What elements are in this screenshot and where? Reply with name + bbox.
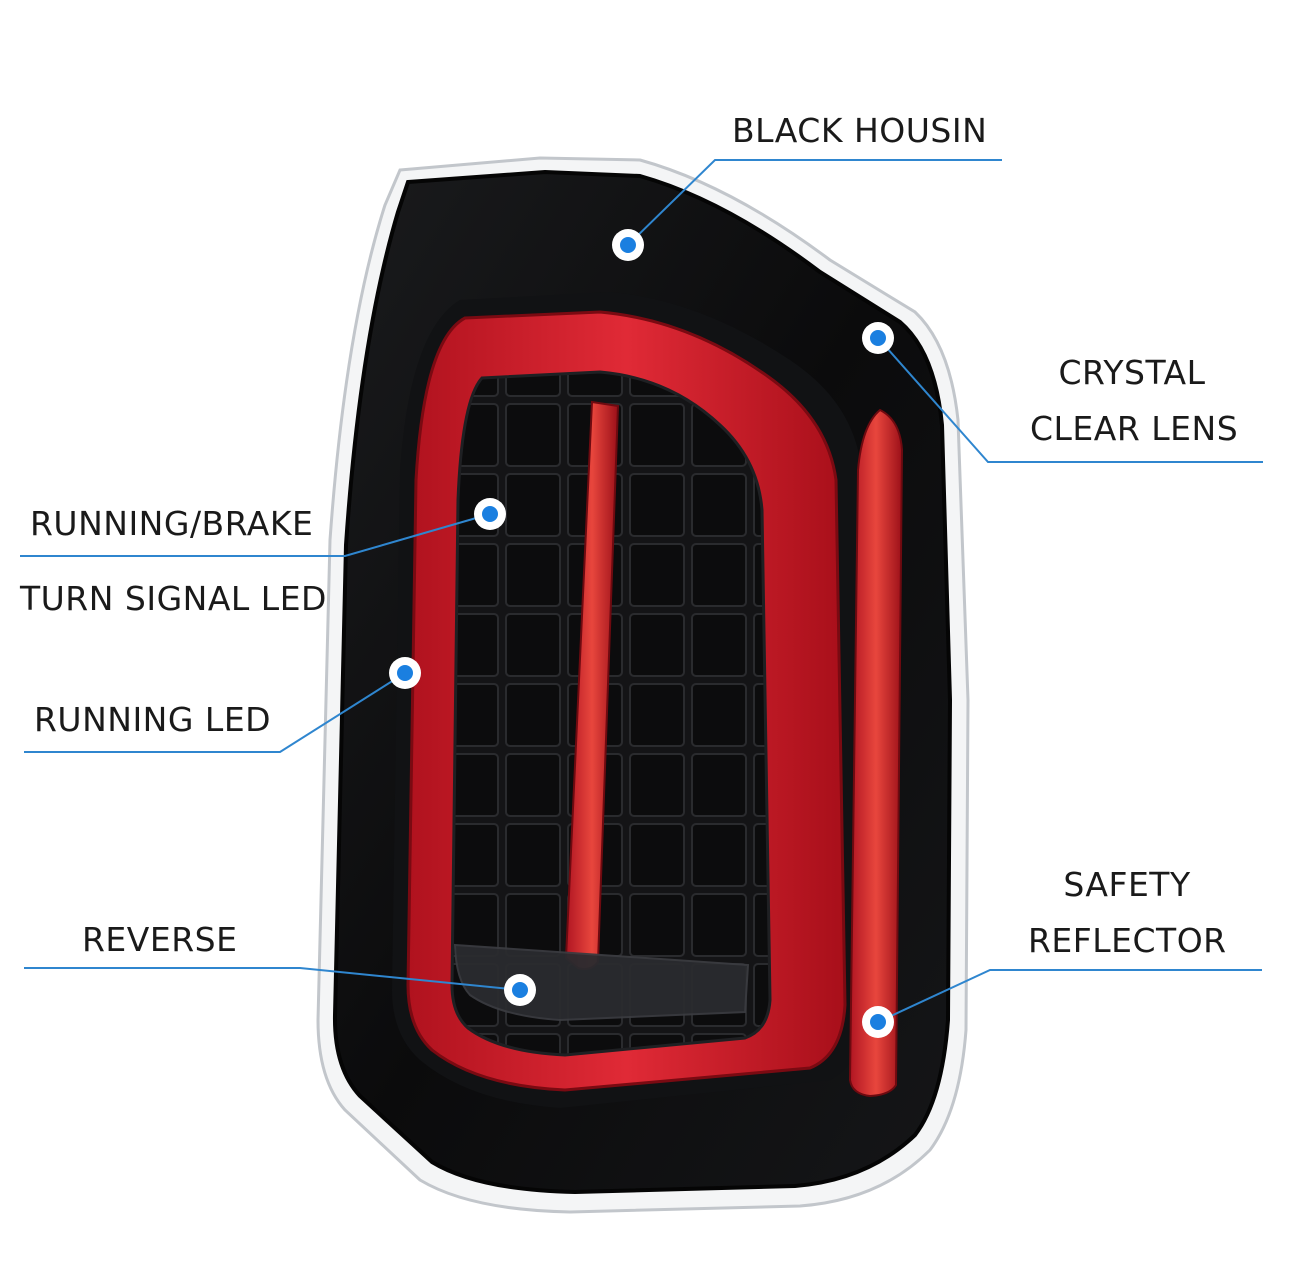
callout-dot-running-led [397, 665, 413, 681]
callout-dot-crystal-clear-lens [870, 330, 886, 346]
label-safety-reflector-line1: SAFETY [1063, 865, 1191, 904]
callout-leaders [20, 159, 1263, 1023]
label-safety-reflector-line2: REFLECTOR [1028, 921, 1227, 960]
leader-line-crystal-clear-lens [877, 337, 1263, 463]
callout-dot-reverse [512, 982, 528, 998]
callout-dot-running-brake-turn [482, 506, 498, 522]
leader-line-black-housing [627, 159, 1002, 246]
leader-line-safety-reflector [877, 969, 1262, 1023]
leader-line-reverse [24, 967, 521, 991]
label-running-led: RUNNING LED [34, 700, 272, 739]
callout-dot-safety-reflector [870, 1014, 886, 1030]
label-black-housing: BLACK HOUSIN [732, 111, 988, 150]
label-running-brake: RUNNING/BRAKE [30, 504, 314, 543]
led-cavity [450, 370, 772, 1057]
label-crystal-clear-lens-line1: CRYSTAL [1058, 353, 1206, 392]
label-reverse: REVERSE [82, 920, 238, 959]
leader-line-running-led [24, 672, 406, 753]
label-crystal-clear-lens-line2: CLEAR LENS [1030, 409, 1239, 448]
label-turn-signal-led: TURN SIGNAL LED [20, 579, 327, 618]
callout-dots [389, 229, 894, 1038]
leader-line-running-brake-turn [20, 513, 491, 557]
side-reflector [848, 408, 904, 1098]
callout-dot-black-housing [620, 237, 636, 253]
